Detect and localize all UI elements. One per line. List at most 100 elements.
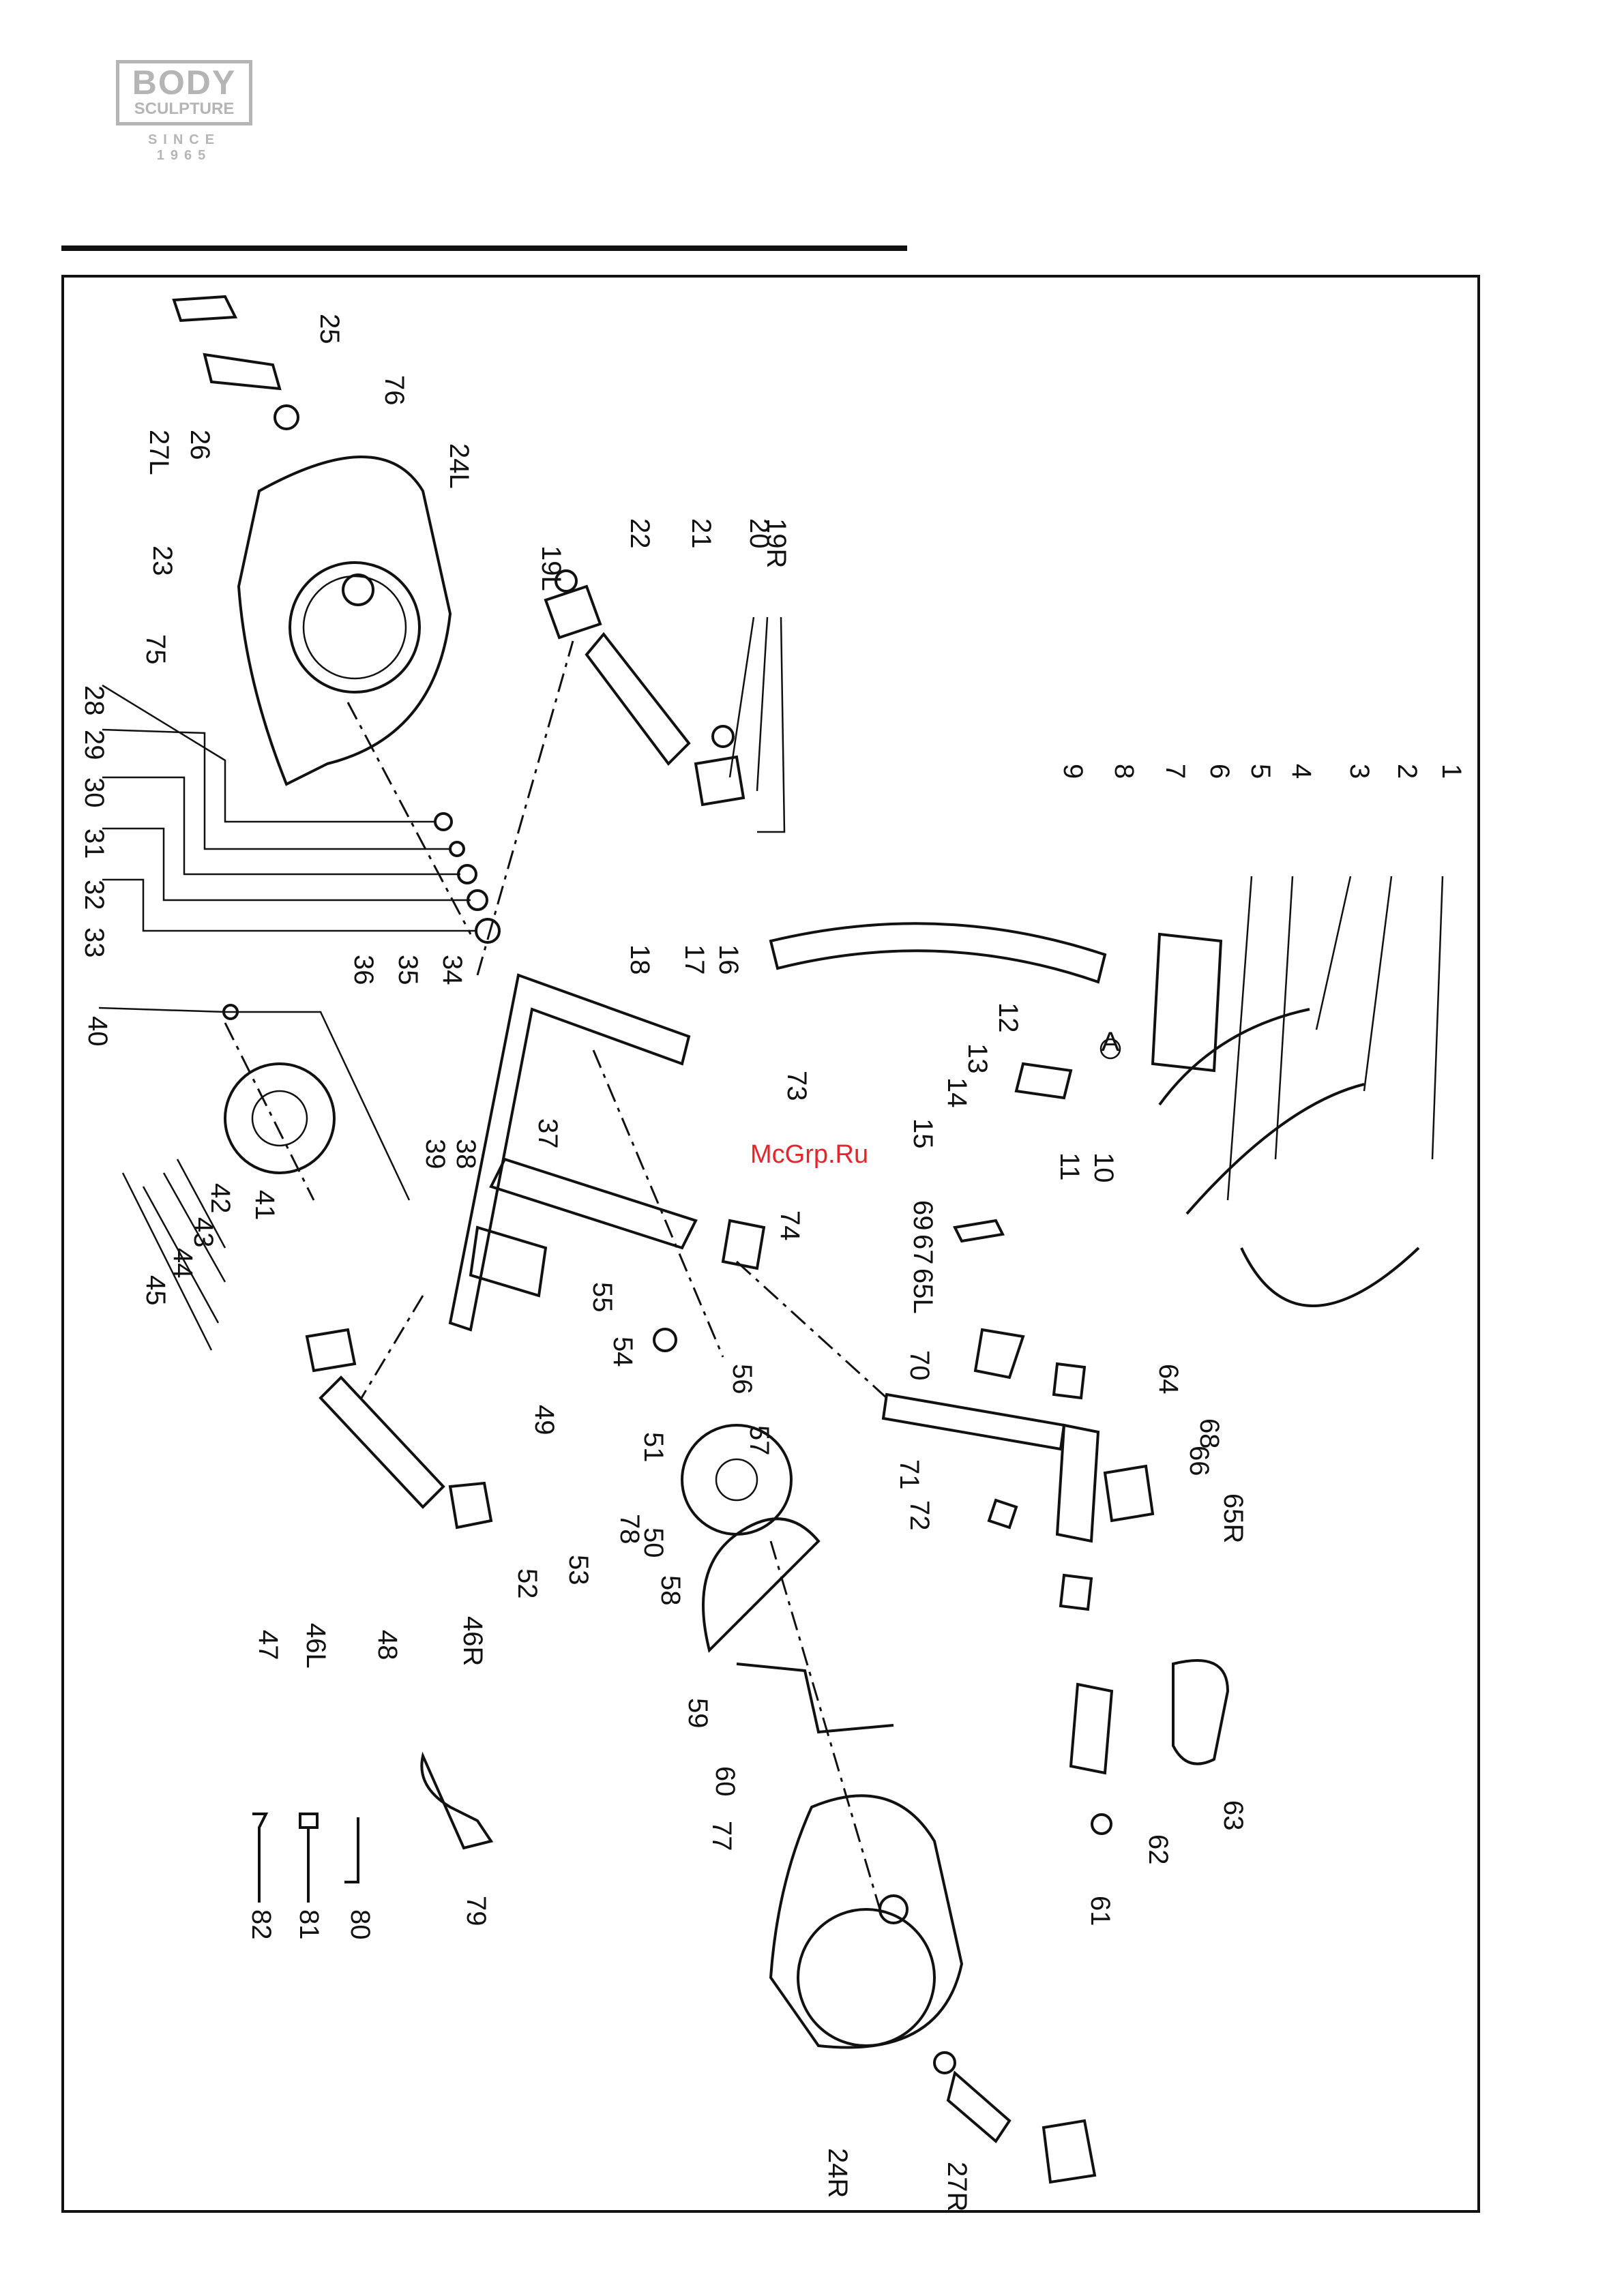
part-label-43: 43	[188, 1217, 218, 1248]
part-label-73: 73	[782, 1071, 812, 1101]
part-label-11: 11	[1054, 1152, 1084, 1181]
part-label-1: 1	[1436, 764, 1466, 779]
pedal-tube-48	[321, 1377, 443, 1507]
part-label-6: 6	[1205, 764, 1235, 779]
part-label-79: 79	[461, 1896, 491, 1926]
watermark: McGrp.Ru	[750, 1140, 868, 1169]
bracket-65l	[975, 1330, 1023, 1377]
cover-left-ring-inner	[304, 576, 406, 679]
crank-arm-right	[948, 2073, 1009, 2141]
part-label-10: 10	[1089, 1152, 1119, 1183]
leader-40	[99, 1008, 409, 1200]
main-frame	[450, 975, 689, 1330]
part-label-77: 77	[707, 1821, 737, 1851]
part-label-67: 67	[908, 1234, 938, 1265]
part-label-29: 29	[79, 730, 109, 760]
part-label-47: 47	[253, 1630, 283, 1660]
handlebar-3-bottom	[1241, 1248, 1419, 1306]
cover-right-hub	[880, 1896, 907, 1923]
washer-25-top	[275, 406, 298, 429]
part-label-44: 44	[168, 1248, 198, 1279]
pedal-tube-22	[587, 634, 689, 764]
cover-right-ring	[798, 1909, 934, 2046]
axis-line-4	[771, 1541, 880, 1909]
leader-28-33	[102, 685, 477, 931]
part-label-27r: 27R	[942, 2162, 972, 2211]
part-label-70: 70	[904, 1350, 934, 1381]
part-label-53: 53	[563, 1555, 593, 1585]
pedal-19r	[696, 757, 743, 805]
part-label-52: 52	[512, 1568, 542, 1599]
part-label-72: 72	[904, 1500, 934, 1531]
sleeve-64-bottom	[1061, 1575, 1091, 1609]
cover-left-hub	[343, 575, 373, 605]
frame-crossbar	[491, 1159, 696, 1248]
part-label-81: 81	[294, 1909, 324, 1940]
part-label-38: 38	[451, 1139, 481, 1169]
tool-80	[344, 1817, 358, 1882]
part-label-49: 49	[529, 1405, 559, 1435]
part-label-23: 23	[147, 546, 177, 576]
part-label-31: 31	[79, 829, 109, 859]
part-label-12: 12	[993, 1002, 1023, 1033]
part-label-46l: 46L	[301, 1623, 331, 1669]
crank-cover-right	[771, 1795, 962, 2047]
knob-15	[955, 1221, 1003, 1241]
pedal-46r	[450, 1483, 491, 1527]
seat-support-74	[723, 1221, 764, 1268]
pedal-46l	[307, 1330, 355, 1371]
bracket-65r	[1105, 1466, 1153, 1521]
part-label-5: 5	[1245, 764, 1275, 779]
part-label-a: A	[1102, 1027, 1120, 1057]
leader-lines	[99, 617, 1443, 1350]
part-label-22: 22	[625, 518, 655, 549]
part-label-76: 76	[379, 375, 409, 406]
part-label-36: 36	[349, 955, 379, 985]
console-post-9	[771, 923, 1105, 982]
part-label-8: 8	[1109, 764, 1139, 779]
part-label-16: 16	[713, 944, 743, 975]
washer-31	[468, 891, 487, 910]
leader-1-5	[1228, 876, 1443, 1200]
part-label-35: 35	[393, 955, 423, 985]
part-label-24r: 24R	[823, 2148, 853, 2198]
washer-30	[458, 865, 476, 883]
part-label-39: 39	[420, 1139, 450, 1169]
tool-82	[252, 1814, 266, 1903]
part-label-80: 80	[345, 1909, 375, 1940]
power-adapter-79	[422, 1756, 491, 1848]
tool-81	[300, 1814, 317, 1903]
part-label-13: 13	[962, 1043, 992, 1074]
part-label-4: 4	[1286, 764, 1316, 779]
part-label-48: 48	[372, 1630, 402, 1660]
part-label-69: 69	[908, 1200, 938, 1231]
part-label-34: 34	[437, 955, 467, 985]
part-label-66: 66	[1184, 1446, 1214, 1476]
part-label-60: 60	[710, 1766, 740, 1797]
part-label-17: 17	[679, 944, 709, 975]
part-label-9: 9	[1058, 764, 1088, 779]
part-label-24l: 24L	[444, 443, 474, 489]
axis-line-5	[477, 641, 573, 975]
part-label-64: 64	[1153, 1364, 1183, 1395]
part-label-54: 54	[608, 1337, 638, 1367]
seat-post-71	[1057, 1425, 1098, 1541]
part-label-56: 56	[727, 1364, 757, 1395]
wheel-20-bottom	[713, 726, 733, 747]
part-label-58: 58	[655, 1575, 685, 1606]
part-label-32: 32	[79, 880, 109, 910]
part-label-71: 71	[894, 1459, 924, 1490]
part-label-65l: 65L	[908, 1268, 938, 1314]
washer-28	[435, 814, 452, 830]
part-label-41: 41	[250, 1190, 280, 1221]
part-label-3: 3	[1344, 764, 1374, 779]
part-label-61: 61	[1085, 1896, 1115, 1926]
washer-29	[450, 842, 464, 856]
part-label-2: 2	[1392, 764, 1422, 779]
axis-line-2	[225, 1023, 314, 1200]
seat-63	[1173, 1660, 1228, 1764]
flywheel-41-inner	[252, 1091, 307, 1146]
part-label-15: 15	[908, 1118, 938, 1149]
part-label-28: 28	[79, 685, 109, 716]
